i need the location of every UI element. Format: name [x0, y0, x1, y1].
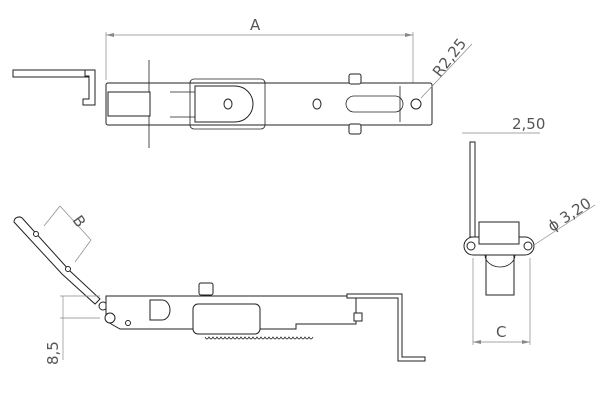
dimension-h-label: 8,5	[44, 341, 62, 365]
dimension-w-label: 2,50	[512, 115, 545, 133]
end-view: 2,50 ϕ 3,20 C	[462, 115, 596, 345]
dimension-d-label: ϕ 3,20	[544, 194, 594, 235]
dimension-c-label: C	[496, 323, 506, 341]
dimension-r-label: R2,25	[429, 35, 470, 81]
dimension-a-label: A	[250, 16, 261, 34]
side-view: B 8,5	[13, 205, 426, 365]
top-view: A R2,25	[12, 16, 473, 148]
dimension-b-label: B	[69, 212, 90, 231]
